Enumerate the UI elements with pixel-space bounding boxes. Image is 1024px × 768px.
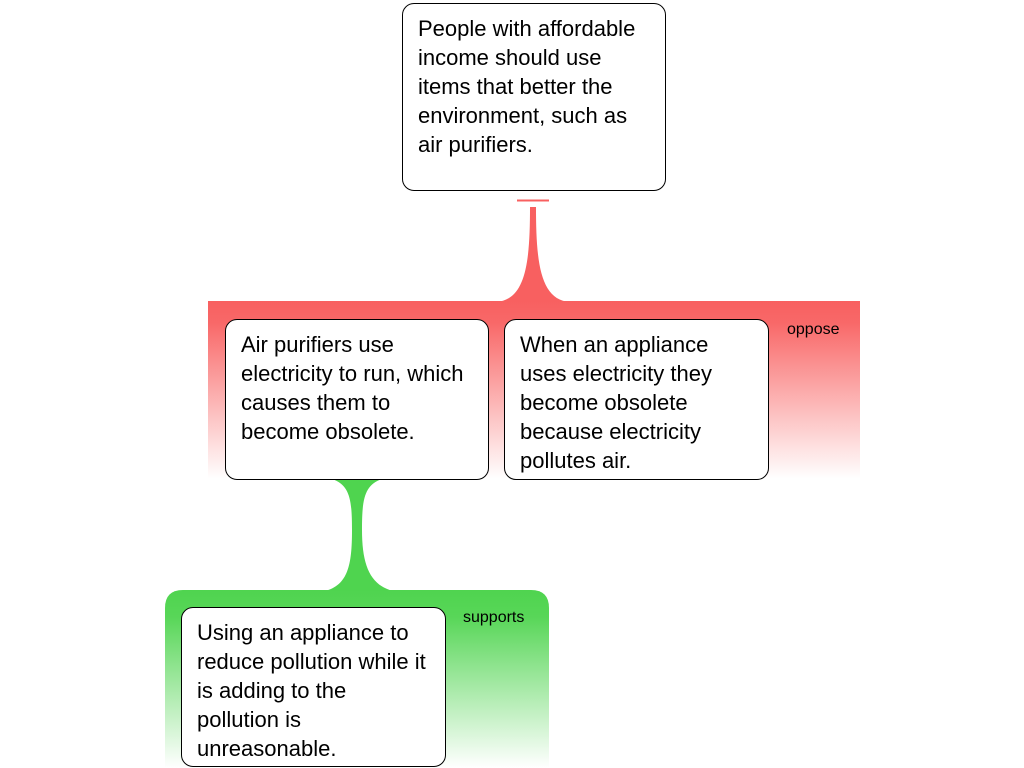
supports-premise-1-text: Using an appliance to reduce pollution w… [197,620,426,761]
oppose-premise-1-box[interactable]: Air purifiers use electricity to run, wh… [225,319,489,480]
supports-label: supports [463,609,525,626]
main-claim-text: People with affordable income should use… [418,16,636,157]
oppose-premise-1-text: Air purifiers use electricity to run, wh… [241,332,464,444]
supports-premise-1-box[interactable]: Using an appliance to reduce pollution w… [181,607,446,767]
supports-connector-stem [325,479,393,591]
oppose-label: oppose [787,321,840,338]
oppose-premise-2-text: When an appliance uses electricity they … [520,332,712,473]
oppose-premise-2-box[interactable]: When an appliance uses electricity they … [504,319,769,480]
oppose-connector-stem [496,207,570,302]
main-claim-box[interactable]: People with affordable income should use… [402,3,666,191]
